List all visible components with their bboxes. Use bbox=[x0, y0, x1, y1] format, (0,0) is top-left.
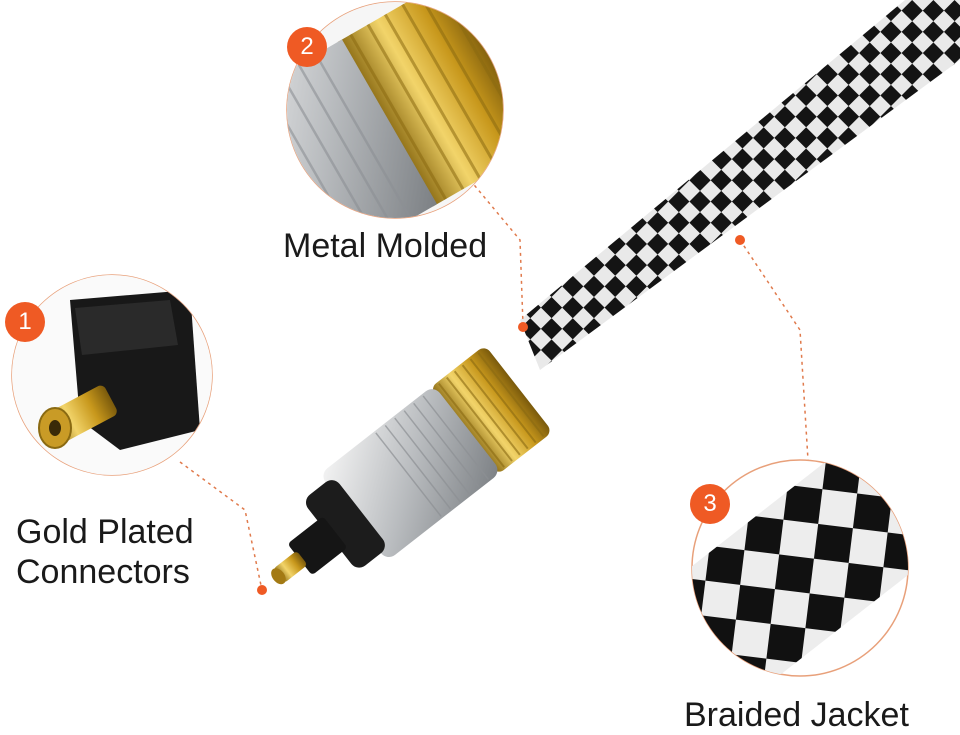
toslink-connector bbox=[271, 348, 550, 585]
braided-cable bbox=[520, 0, 960, 370]
feature-label-line: Connectors bbox=[16, 553, 190, 591]
feature-number-badge: 3 bbox=[690, 484, 730, 524]
leader-lines bbox=[179, 179, 809, 591]
zoom-circle-metal-housing bbox=[286, 1, 504, 219]
zoom-circle-braid bbox=[691, 459, 909, 677]
feature-label-metal-molded: Metal Molded bbox=[283, 227, 488, 265]
feature-label-gold-plated: Gold Plated Connectors bbox=[16, 512, 246, 592]
zoom-circle-gold-tip bbox=[11, 274, 213, 476]
feature-label-line: Gold Plated bbox=[16, 513, 194, 551]
feature-number-badge: 1 bbox=[5, 302, 45, 342]
feature-number-badge: 2 bbox=[287, 27, 327, 67]
feature-label-braided-jacket: Braided Jacket bbox=[684, 696, 909, 734]
leader-dots bbox=[257, 235, 745, 595]
